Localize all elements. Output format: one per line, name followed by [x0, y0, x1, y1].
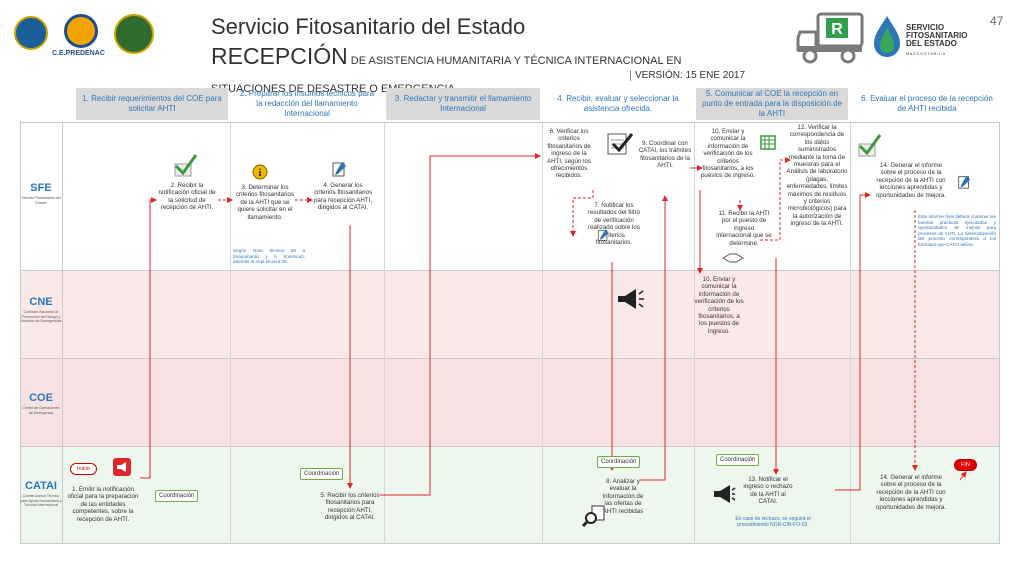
edit-document-icon-step7 — [597, 229, 609, 241]
step-9: 9. Coordinar con CATAI, los trámites fit… — [638, 140, 692, 170]
step-1: 1. Emitir la notificación oficial para l… — [67, 486, 139, 523]
coordination-label-2: Coordinación — [300, 468, 344, 480]
edit-document-icon-step14 — [958, 175, 971, 189]
lane-desc-sfe: Servicio Fitosanitario del Estado — [21, 196, 61, 205]
step-7: 7. Notificar los resultados del filtro d… — [588, 202, 640, 247]
megaphone-icon-cne — [618, 289, 644, 309]
sfe-logo-text: SERVICIO FITOSANITARIO DEL ESTADO M A G … — [906, 24, 967, 58]
step-6: 6. Verificar los criterios fitosanitario… — [546, 128, 592, 180]
info-icon: i — [252, 164, 268, 180]
version-label: VERSIÓN: 15 ENE 2017 — [630, 70, 745, 81]
lane-cne — [20, 270, 1000, 358]
logo-cepredenac-label: C.E.PREDENAC — [52, 50, 105, 57]
svg-text:i: i — [259, 168, 262, 179]
column-header-1: 1. Recibir requerimientos del COE para s… — [76, 88, 228, 120]
sfe-drops-logo-icon — [874, 16, 900, 57]
end-terminator: FIN — [954, 459, 977, 471]
lane-code-catai: CATAI — [25, 480, 57, 492]
step-14-catai: 14. Generar el informe sobre el proceso … — [875, 474, 947, 511]
coordination-label-3: Coordinación — [597, 456, 641, 468]
lane-label-sfe: SFE Servicio Fitosanitario del Estado — [20, 182, 62, 205]
edit-document-icon — [332, 162, 346, 177]
column-header-5: 5. Comunicar al COE la recepción en punt… — [696, 88, 848, 120]
truck-icon: R — [796, 12, 864, 64]
checkmark-icon-step14 — [858, 134, 882, 157]
step-5: 5. Recibir los criterios fitosanitarios … — [320, 492, 380, 522]
page-number: 47 — [990, 14, 1004, 28]
logo-cepredenac — [64, 14, 98, 48]
coordination-label-1: Coordinación — [155, 490, 199, 502]
lane-code-cne: CNE — [29, 296, 53, 308]
sfe-logo-line2: FITOSANITARIO — [906, 31, 968, 40]
lane-sfe — [20, 122, 1000, 270]
checklist-icon — [607, 133, 634, 155]
coordination-label-4: Coordinación — [716, 454, 760, 466]
step-8: 8. Analizar y evaluar la información de … — [602, 478, 644, 515]
lane-label-cne: CNE Comisión Nacional de Prevención del … — [20, 296, 62, 324]
step-2: 2. Recibir la notificación oficial de la… — [158, 182, 216, 212]
step-14-sfe: 14. Generar el informe sobre el proceso … — [875, 162, 947, 199]
lane-label-separator — [62, 122, 63, 544]
lane-desc-coe: Centro de Operaciones de Emergencia — [22, 406, 60, 415]
page-subtitle: RECEPCIÓN DE ASISTENCIA HUMANITARIA Y TÉ… — [211, 44, 721, 101]
step-11: 11. Recibir la AHTI por el puesto de ing… — [716, 210, 772, 247]
column-divider-5 — [850, 122, 851, 544]
sfe-logo-line1: SERVICIO — [906, 23, 945, 32]
logo-ministry-seal — [114, 14, 154, 54]
column-header-2: 2. Preparar los insumos técnicos para la… — [239, 89, 375, 118]
sfe-logo-line3: DEL ESTADO — [906, 39, 957, 48]
column-divider-4 — [694, 122, 695, 544]
step-13-note: En caso de rechazo, se seguirá el proced… — [735, 516, 811, 528]
subtitle-reception: RECEPCIÓN — [211, 43, 348, 69]
checkmark-icon-step2 — [174, 154, 198, 177]
column-header-3: 3. Redactar y transmitir el llamamiento … — [386, 88, 540, 120]
step-13: 13. Notificar el ingreso o rechazo de la… — [743, 476, 793, 506]
column-header-4: 4. Recibir, evaluar y seleccionar la asi… — [557, 94, 679, 113]
handshake-icon — [722, 253, 744, 263]
step-4: 4. Generar los criterios fitosanitarios … — [313, 182, 373, 212]
step-10-sfe: 10. Enviar y comunicar la información de… — [700, 128, 755, 180]
step-3-note: Según Nota técnica 59 a (maquinaria) y b… — [233, 248, 305, 265]
truck-letter: R — [831, 21, 843, 38]
lane-desc-cne: Comisión Nacional de Prevención del Ries… — [20, 310, 62, 324]
sfe-logo-line4: M A G C O S T A R I C A — [906, 52, 946, 56]
lane-code-coe: COE — [29, 392, 53, 404]
step-14-sfe-note: Este informe final deberá contener las b… — [918, 214, 996, 247]
calendar-icon — [760, 135, 776, 150]
lane-label-catai: CATAI Comité Asesor Técnico para Ayuda H… — [20, 480, 62, 508]
megaphone-icon — [113, 458, 131, 476]
page-title: Servicio Fitosanitario del Estado — [211, 14, 526, 39]
step-10-cne: 10. Enviar y comunicar la información de… — [694, 276, 744, 335]
column-header-6: 6. Evaluar el proceso de la recepción de… — [861, 94, 993, 113]
step-12: 12. Verificar la correspondencia de los … — [786, 124, 848, 228]
column-divider-2 — [384, 122, 385, 544]
step-3: 3. Determinar los criterios fitosanitari… — [235, 184, 295, 221]
column-divider-1 — [230, 122, 231, 544]
lane-label-coe: COE Centro de Operaciones de Emergencia — [20, 392, 62, 415]
lane-coe — [20, 358, 1000, 446]
lane-desc-catai: Comité Asesor Técnico para Ayuda Humanit… — [20, 494, 62, 508]
lane-code-sfe: SFE — [30, 182, 52, 194]
lanes-border — [20, 122, 1000, 544]
magnifier-doc-icon — [582, 505, 605, 528]
column-divider-3 — [542, 122, 543, 544]
megaphone-icon-catai — [714, 485, 736, 503]
logo-sfe-seal — [14, 16, 48, 50]
start-terminator: Inicio — [70, 463, 97, 475]
